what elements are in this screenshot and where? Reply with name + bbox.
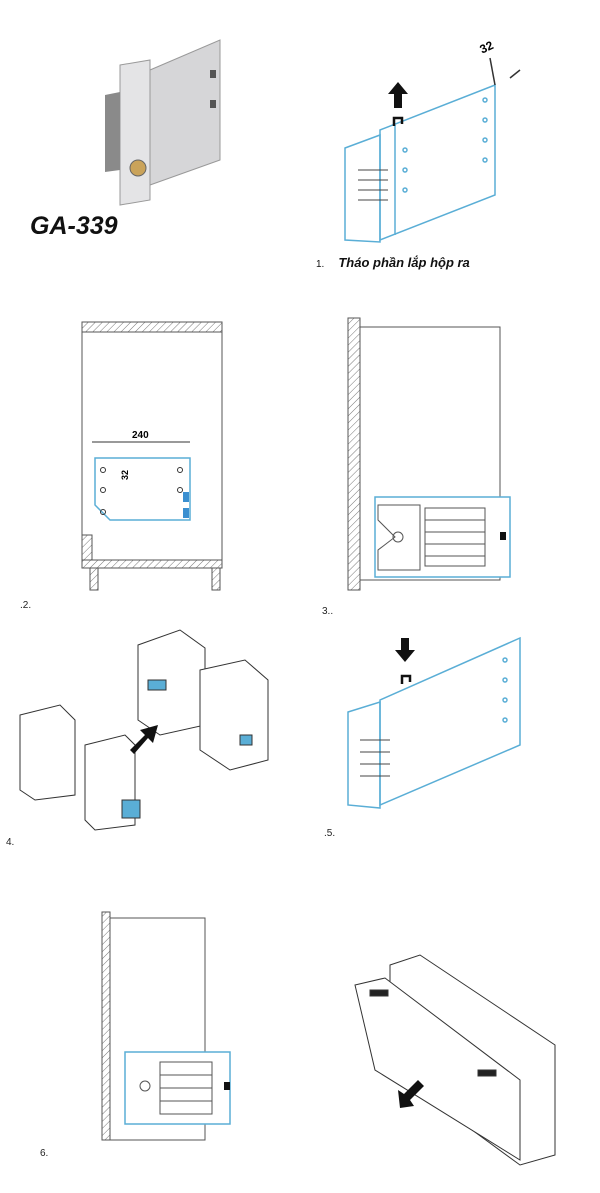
step-2-label: .2. [20, 600, 32, 611]
hook-icon [392, 116, 404, 126]
arrow-out-icon [398, 1080, 424, 1108]
arrow-right-icon [130, 725, 158, 754]
step4-diagram [19, 629, 269, 831]
arrow-up-icon [388, 82, 408, 108]
step6-diagram [101, 911, 231, 1141]
step-text: Tháo phần lắp hộp ra [338, 255, 470, 270]
step1-diagram [344, 57, 521, 243]
step-3-label: 3.. [322, 606, 334, 617]
product-photo [105, 39, 221, 206]
drawer-diagram [354, 954, 556, 1166]
product-model: GA-339 [30, 212, 118, 240]
step-1-caption: 1. Tháo phần lắp hộp ra [316, 255, 470, 270]
step-5-label: .5. [324, 828, 336, 839]
arrow-down-icon [395, 638, 415, 662]
width-dimension: 240 [132, 430, 149, 441]
step-6-label: 6. [40, 1148, 49, 1159]
hook-icon [400, 674, 412, 684]
step5-diagram [347, 636, 521, 809]
step3-diagram [347, 317, 511, 591]
offset-dimension: 32 [120, 470, 130, 480]
step-4-label: 4. [6, 837, 15, 848]
step2-diagram [81, 321, 223, 591]
step-number: 1. [316, 259, 325, 270]
depth-dimension: 32 [478, 38, 496, 56]
